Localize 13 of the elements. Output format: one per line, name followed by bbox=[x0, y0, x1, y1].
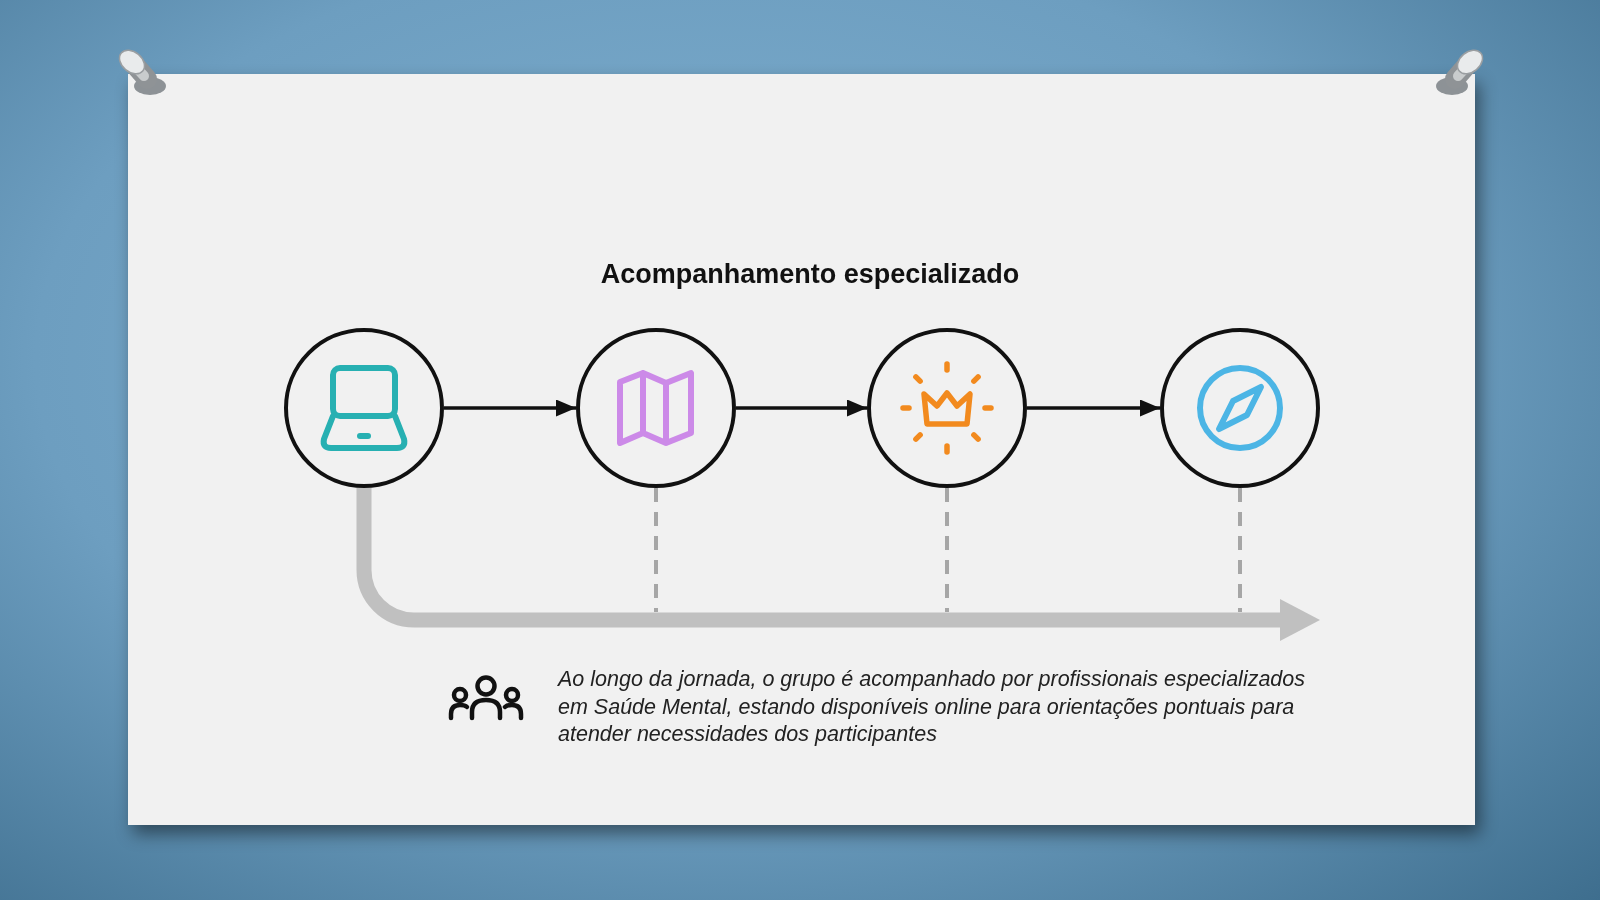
dashed-line bbox=[1238, 488, 1242, 612]
description-text: Ao longo da jornada, o grupo é acompanhado por profissionais especializados em Saúde Mental, estando disponíveis online para orientações pontuais para atender necessidades dos participantes bbox=[558, 666, 1307, 748]
dashed-line bbox=[945, 488, 949, 612]
step-circle bbox=[284, 328, 444, 488]
title: Acompanhamento especializado bbox=[599, 258, 1021, 290]
dashed-line bbox=[654, 488, 658, 612]
step-circle bbox=[867, 328, 1027, 488]
timeline-arrow bbox=[356, 488, 1320, 641]
step-circle bbox=[1160, 328, 1320, 488]
arrow bbox=[736, 399, 867, 417]
arrow bbox=[444, 399, 576, 417]
arrow bbox=[1027, 399, 1160, 417]
step-circle bbox=[576, 328, 736, 488]
